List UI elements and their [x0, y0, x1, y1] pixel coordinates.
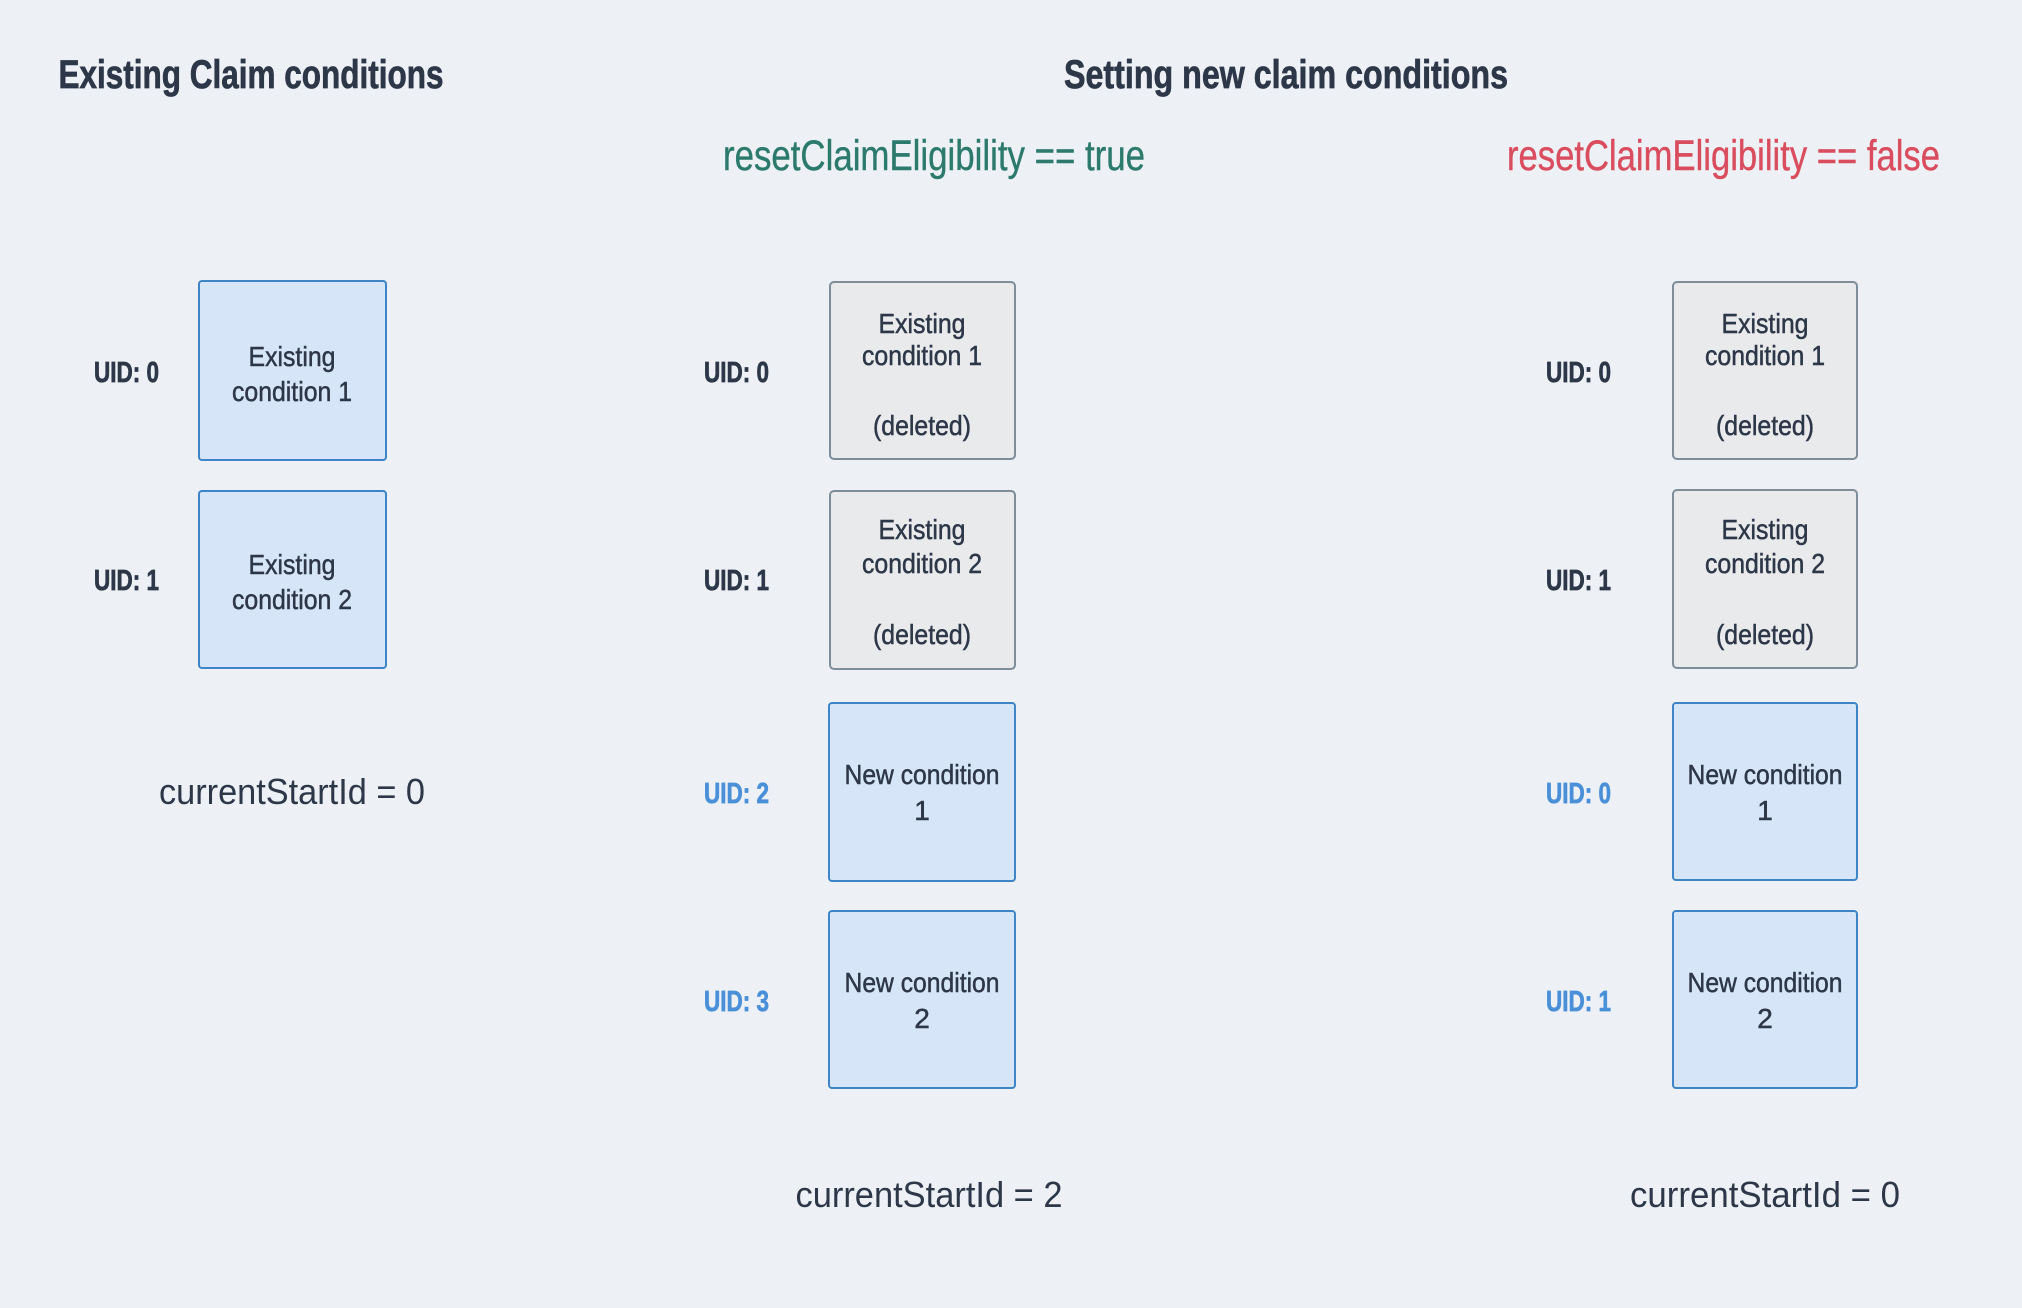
svg-text:Setting new claim conditions: Setting new claim conditions — [1064, 53, 1508, 97]
svg-text:Existing: Existing — [249, 549, 336, 580]
svg-text:condition 2: condition 2 — [1705, 548, 1825, 579]
svg-text:New condition: New condition — [845, 759, 1000, 790]
svg-text:2: 2 — [1757, 1003, 1773, 1034]
svg-text:resetClaimEligibility == false: resetClaimEligibility == false — [1507, 132, 1940, 180]
svg-text:currentStartId = 0: currentStartId = 0 — [159, 771, 425, 812]
svg-text:New condition: New condition — [845, 967, 1000, 998]
svg-text:UID: 3: UID: 3 — [704, 986, 769, 1018]
svg-text:(deleted): (deleted) — [873, 619, 971, 650]
svg-text:New condition: New condition — [1688, 759, 1843, 790]
svg-text:condition 1: condition 1 — [1705, 340, 1825, 371]
svg-text:UID: 1: UID: 1 — [1546, 565, 1611, 597]
svg-text:Existing: Existing — [879, 514, 966, 545]
svg-text:Existing: Existing — [1722, 308, 1809, 339]
svg-text:UID: 0: UID: 0 — [94, 357, 159, 389]
svg-text:New condition: New condition — [1688, 967, 1843, 998]
svg-text:(deleted): (deleted) — [1716, 619, 1814, 650]
svg-text:condition 1: condition 1 — [232, 376, 352, 407]
svg-text:1: 1 — [1757, 795, 1773, 826]
svg-text:UID: 2: UID: 2 — [704, 778, 769, 810]
svg-text:UID: 1: UID: 1 — [94, 565, 159, 597]
svg-text:condition 1: condition 1 — [862, 340, 982, 371]
svg-text:UID: 1: UID: 1 — [1546, 986, 1611, 1018]
svg-text:Existing: Existing — [1722, 514, 1809, 545]
svg-text:resetClaimEligibility == true: resetClaimEligibility == true — [723, 132, 1145, 180]
svg-text:UID: 0: UID: 0 — [1546, 357, 1611, 389]
svg-text:currentStartId = 2: currentStartId = 2 — [796, 1174, 1063, 1215]
svg-text:UID: 0: UID: 0 — [704, 357, 769, 389]
svg-text:condition 2: condition 2 — [862, 548, 982, 579]
svg-text:currentStartId = 0: currentStartId = 0 — [1630, 1174, 1900, 1215]
svg-text:1: 1 — [914, 795, 930, 826]
svg-text:Existing: Existing — [249, 341, 336, 372]
svg-text:(deleted): (deleted) — [1716, 410, 1814, 441]
svg-text:UID: 0: UID: 0 — [1546, 778, 1611, 810]
svg-text:UID: 1: UID: 1 — [704, 565, 769, 597]
svg-text:(deleted): (deleted) — [873, 410, 971, 441]
svg-text:condition 2: condition 2 — [232, 584, 352, 615]
svg-text:Existing: Existing — [879, 308, 966, 339]
svg-text:2: 2 — [914, 1003, 930, 1034]
svg-text:Existing Claim conditions: Existing Claim conditions — [59, 53, 444, 97]
